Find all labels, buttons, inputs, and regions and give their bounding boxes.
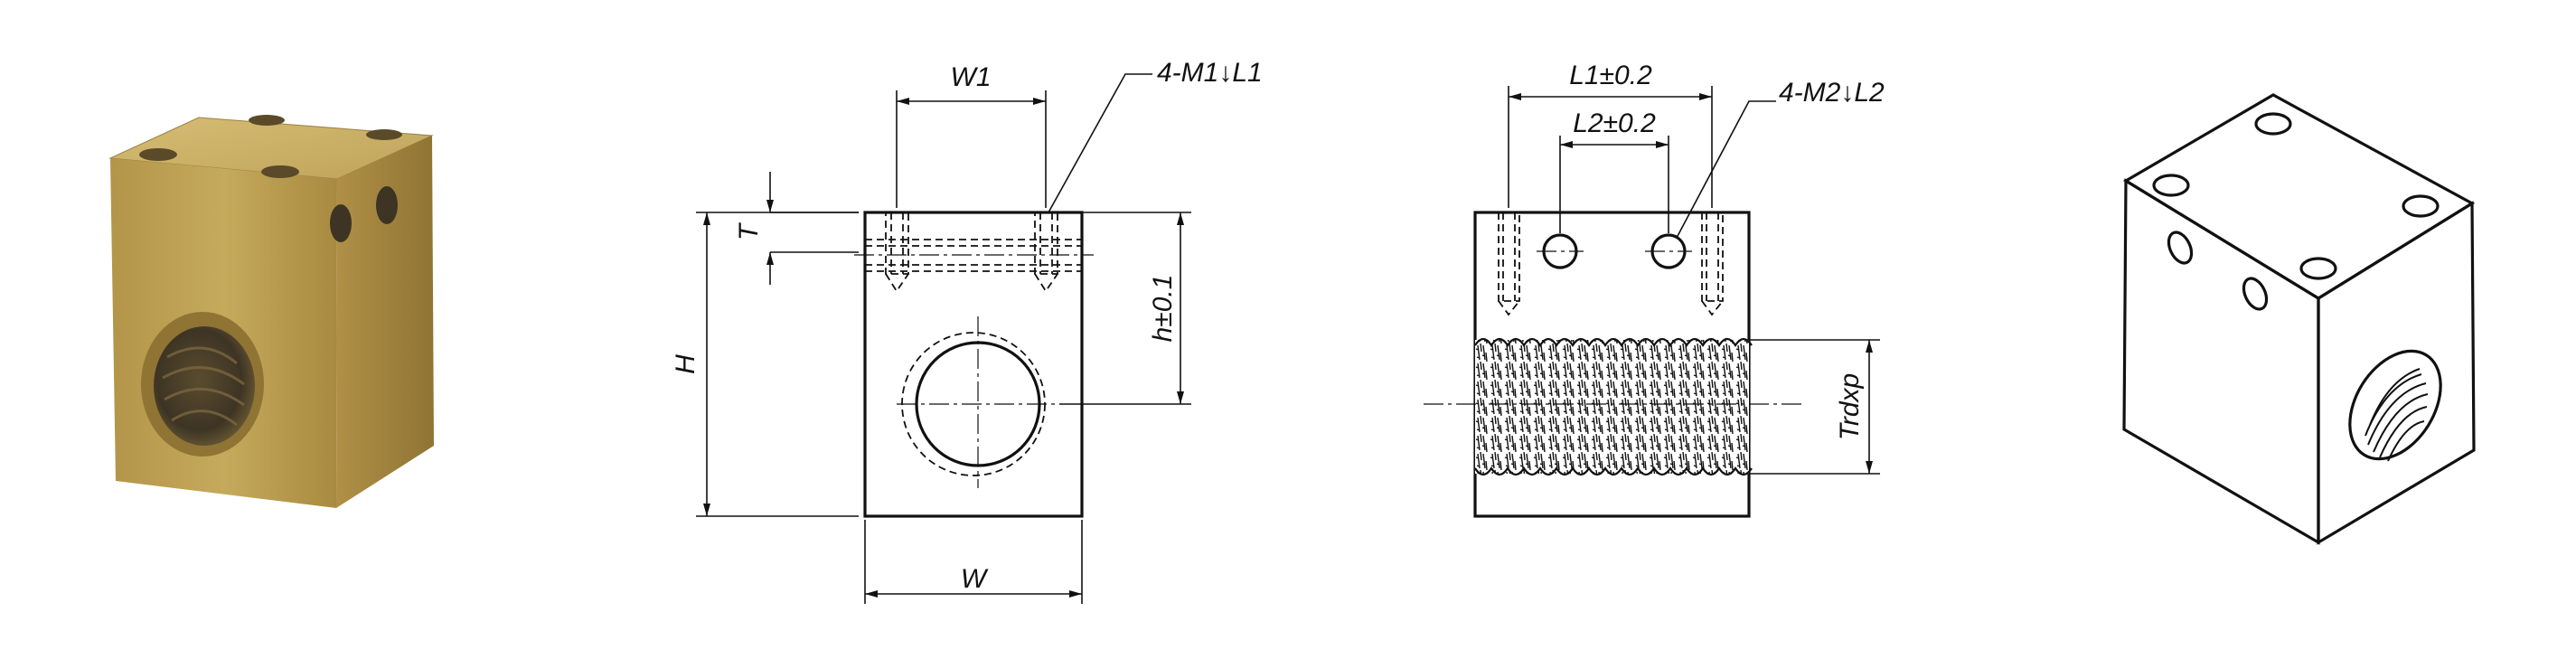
- dim-trdxp-label: Trdxp: [1835, 373, 1865, 440]
- photo-side-face: [336, 136, 434, 508]
- iso-left-face: [2122, 178, 2320, 545]
- dim-l2-label: L2±0.2: [1573, 108, 1656, 138]
- iso-top-hole: [2299, 257, 2337, 280]
- iso-side-hole: [2167, 231, 2194, 265]
- photo-side-hole: [376, 186, 398, 224]
- iso-right-face: [2317, 201, 2476, 545]
- dim-h: H: [671, 212, 859, 517]
- dim-t-label: T: [734, 221, 764, 240]
- dim-h-bore-label: h±0.1: [1148, 275, 1178, 343]
- dim-w1-label: W1: [951, 62, 992, 92]
- dim-l1: L1±0.2: [1508, 61, 1713, 208]
- front-thread-hole-right: [1034, 212, 1058, 293]
- side-thread-bottom-edge: [1474, 466, 1753, 476]
- photo-top-hole: [139, 148, 177, 161]
- photo-top-hole: [249, 115, 285, 126]
- isometric-view: [2122, 93, 2476, 545]
- iso-side-hole: [2242, 277, 2269, 311]
- iso-bore: [2348, 349, 2442, 461]
- photo-threaded-bore: [154, 326, 255, 446]
- dim-l1-label: L1±0.2: [1569, 61, 1652, 90]
- callout-m1-label: 4-M1↓L1: [1157, 58, 1263, 88]
- iso-top-hole: [2254, 112, 2292, 136]
- side-thread-top-edge: [1474, 337, 1753, 348]
- dim-w: W: [864, 520, 1083, 604]
- dim-w-label: W: [961, 564, 989, 594]
- side-thread-hole-left: [1498, 212, 1520, 316]
- dim-t: T: [734, 172, 859, 285]
- photo-top-hole: [261, 165, 299, 178]
- front-cross-hole: [854, 239, 1094, 272]
- side-thread-section: [1475, 340, 1749, 474]
- iso-top-hole: [2152, 174, 2190, 197]
- front-thread-hole-left: [885, 212, 909, 293]
- side-view: L1±0.2 L2±0.2 4-M2↓L2 Trdxp: [1424, 61, 1885, 518]
- front-outline: [863, 211, 1084, 518]
- side-thread-hole-right: [1701, 212, 1724, 316]
- dim-trdxp: Trdxp: [1749, 339, 1880, 475]
- dim-l2: L2±0.2: [1559, 108, 1669, 233]
- photo-side-hole: [330, 204, 352, 242]
- callout-m2-label: 4-M2↓L2: [1779, 78, 1885, 108]
- callout-m1: 4-M1↓L1: [1048, 58, 1263, 213]
- dim-w1: W1: [896, 62, 1047, 208]
- product-photo: [108, 115, 434, 508]
- photo-top-hole: [366, 129, 402, 140]
- front-view: W1 4-M1↓L1 W H: [671, 58, 1263, 604]
- photo-thread-lines: [162, 346, 245, 427]
- dim-h-label: H: [671, 354, 700, 374]
- callout-m2: 4-M2↓L2: [1676, 78, 1885, 239]
- iso-bore-thread: [2364, 368, 2429, 462]
- iso-top-hole: [2402, 194, 2440, 218]
- dim-h-bore: h±0.1: [1059, 212, 1191, 405]
